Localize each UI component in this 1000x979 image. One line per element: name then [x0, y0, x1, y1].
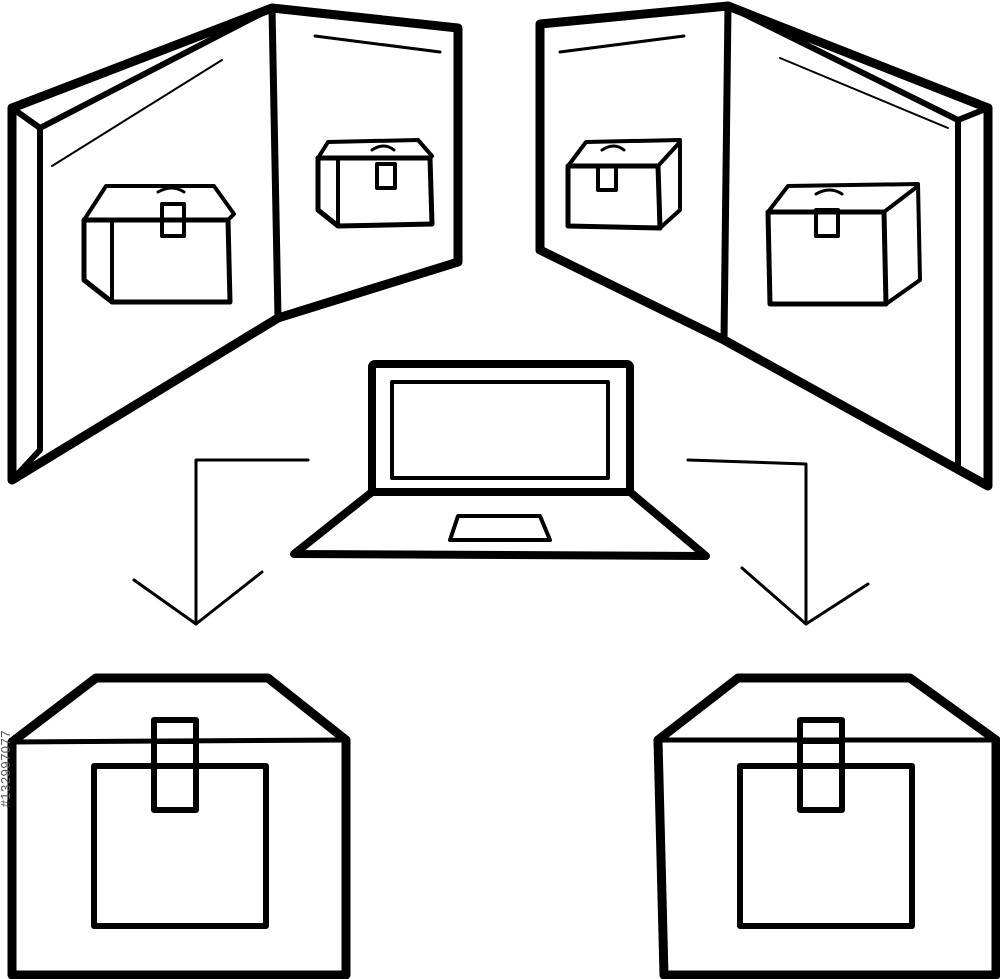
box-bottom-right: [653, 673, 1000, 979]
right-display-panel: [535, 1, 993, 491]
right-panel-box-small: [565, 138, 682, 231]
left-panel-box-large: [81, 184, 236, 305]
box-bottom-left: [7, 673, 351, 979]
watermark-id-text: #132997077: [0, 730, 13, 808]
arrow-right-down-icon: [686, 458, 870, 626]
left-display-panel: [7, 3, 463, 485]
arrow-left-down-icon: [132, 458, 310, 626]
right-display-outer-frame: [535, 1, 993, 491]
right-panel-box-large: [765, 182, 922, 307]
laptop-icon: [290, 360, 710, 560]
watermark-id-label: #132997077: [0, 730, 14, 970]
left-panel-box-small: [315, 138, 435, 229]
left-display-outer-frame: [7, 3, 463, 485]
